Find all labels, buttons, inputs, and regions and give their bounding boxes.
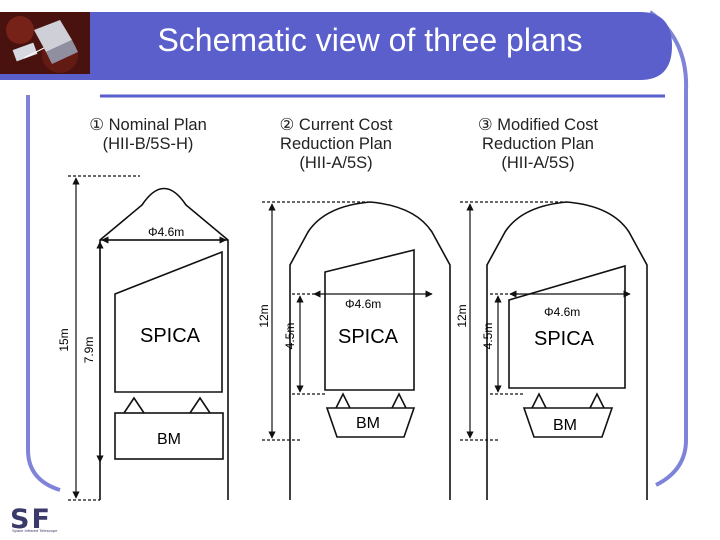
plan-3-title-line-1: ③ Modified Cost	[477, 116, 599, 134]
plan-1-payload-label: SPICA	[140, 325, 201, 347]
plan-2-payload-label: SPICA	[338, 326, 399, 348]
slide-title: Schematic view of three plans	[157, 22, 583, 58]
plan-1-fairing-height: 15m	[57, 328, 71, 351]
title-bar	[0, 12, 672, 80]
plan-3-section-height: 4.5m	[481, 323, 495, 350]
plan-3-payload-label: SPICA	[534, 328, 595, 350]
plan-2-section-height: 4.5m	[283, 323, 297, 350]
plan-2-fairing-height: 12m	[257, 304, 271, 327]
plan-1-title: ① Nominal Plan (HII-B/5S-H)	[68, 116, 228, 154]
spacecraft-image	[6, 16, 78, 73]
plan-3-diameter: Φ4.6m	[544, 305, 580, 319]
plan-2-diameter: Φ4.6m	[345, 297, 381, 311]
plan-2-bus-box	[325, 392, 416, 438]
plan-2-fairing	[289, 201, 451, 500]
plan-1-title-line-1: ① Nominal Plan	[89, 116, 207, 134]
logo: SF	[10, 504, 52, 535]
plan-3-title-line-3: (HII-A/5S)	[501, 154, 575, 172]
frame-left-curve	[26, 95, 61, 492]
plan-2-title: ② Current Cost Reduction Plan (HII-A/5S)	[256, 116, 416, 173]
plan-3-bus-label: BM	[553, 417, 577, 434]
plan-2-title-line-2: Reduction Plan	[280, 135, 392, 153]
plan-3-payload-box	[508, 264, 626, 389]
plan-3-dimension-lines	[460, 201, 631, 441]
plan-1-section-height: 7.9m	[82, 337, 96, 364]
logo-subtext: Space Infrared Telescope	[12, 528, 58, 533]
plan-2-title-line-3: (HII-A/5S)	[299, 154, 373, 172]
plan-2-payload-box	[324, 248, 415, 391]
plan-1-bus-label: BM	[157, 431, 181, 448]
plan-3-title: ③ Modified Cost Reduction Plan (HII-A/5S…	[458, 116, 618, 173]
plan-2-bus-label: BM	[356, 415, 380, 432]
plan-1-title-line-2: (HII-B/5S-H)	[102, 135, 194, 153]
plan-2-dimension-lines	[262, 201, 433, 441]
plan-3-bus-box	[522, 392, 614, 438]
plan-1-payload-box	[114, 250, 223, 393]
plan-1-bus-box	[114, 396, 224, 460]
plan-3-fairing-height: 12m	[455, 304, 469, 327]
plan-3-fairing	[486, 201, 648, 500]
plan-3-title-line-2: Reduction Plan	[482, 135, 594, 153]
plan-1-diameter: Φ4.6m	[148, 225, 184, 239]
plan-2-title-line-1: ② Current Cost	[279, 116, 393, 134]
plan-1-dimension-lines	[68, 175, 227, 501]
